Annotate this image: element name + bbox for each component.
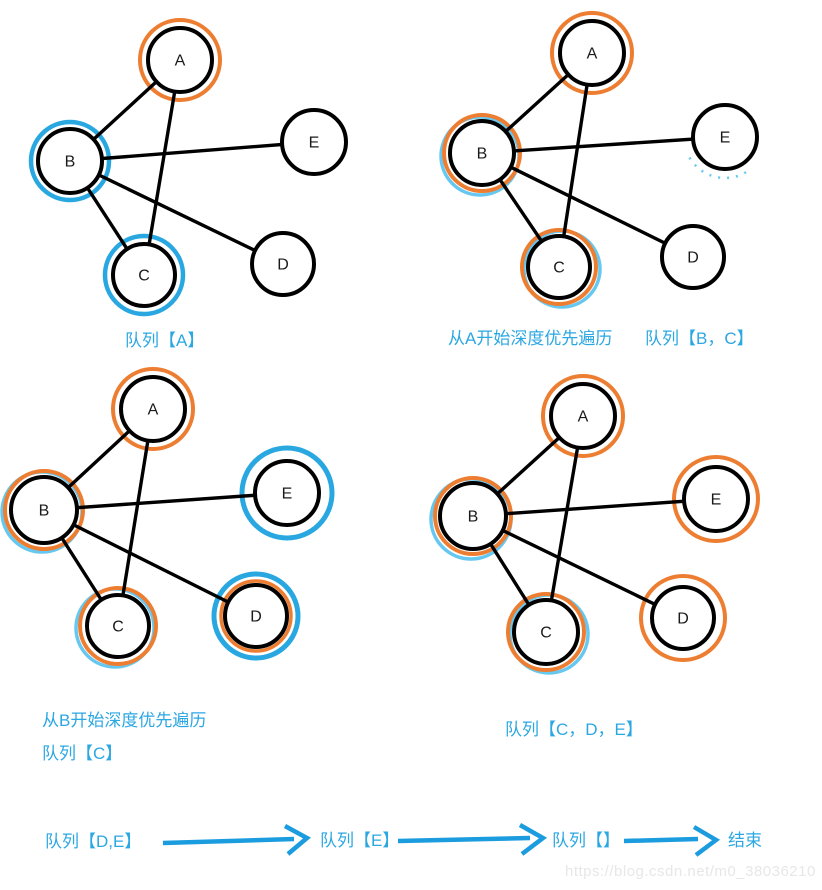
step-1-queue-A-node-A-label: A — [175, 53, 186, 70]
step-4-queue-CDE-node-A-highlight-ring — [541, 374, 625, 458]
flow-arrow-1-head — [283, 824, 311, 856]
step-4-queue-CDE-node-E-highlight-ring — [672, 455, 760, 543]
step-1-queue-A-node-C-label: C — [138, 268, 150, 285]
step-3-dfs-from-B-node-A-label: A — [148, 402, 159, 419]
step-2-dfs-from-A-node-C — [526, 234, 592, 300]
step-2-dfs-from-A-edge-B-D — [481, 151, 694, 259]
step-1-queue-A-node-D — [250, 231, 316, 297]
queue-caption-step2: 队列【B，C】 — [645, 329, 754, 348]
step-4-queue-CDE-edge-A-C — [544, 415, 585, 633]
step-4-queue-CDE-node-B — [438, 481, 508, 551]
step-2-dfs-from-A-node-C-highlight-ring — [520, 228, 598, 306]
step-4-queue-CDE-node-E-label: E — [711, 492, 722, 509]
traverse-caption-step2: 从A开始深度优先遍历 — [448, 329, 613, 348]
step-2-dfs-from-A-node-A — [558, 19, 626, 87]
step-4-queue-CDE-node-A — [549, 382, 617, 450]
step-4-queue-CDE-node-A-label: A — [578, 409, 589, 426]
step-4-queue-CDE-node-C-highlight-ring — [506, 592, 586, 672]
step-4-queue-CDE-node-D-highlight-ring — [639, 574, 727, 662]
step-4-queue-CDE-node-E — [682, 465, 750, 533]
traverse-caption-step3: 从B开始深度优先遍历 — [42, 711, 207, 730]
flow-step-queue-empty: 队列【】 — [552, 831, 620, 850]
flow-arrow-2-head — [518, 823, 548, 856]
step-4-queue-CDE-node-C — [512, 598, 580, 666]
step-2-dfs-from-A-node-B — [448, 119, 516, 187]
queue-caption-step1: 队列【A】 — [125, 331, 205, 350]
step-3-dfs-from-B-node-D-highlight-ring — [211, 571, 301, 661]
step-3-dfs-from-B-node-E — [253, 459, 321, 527]
step-1-queue-A-node-D-label: D — [277, 257, 289, 274]
step-4-queue-CDE-edge-B-D — [472, 514, 684, 620]
step-2-dfs-from-A-node-A-label: A — [587, 46, 598, 63]
step-3-dfs-from-B-node-B — [9, 475, 79, 545]
step-3-dfs-from-B-node-D-label: D — [250, 609, 262, 626]
flow-step-end: 结束 — [728, 831, 762, 850]
flow-arrow-2-shaft — [397, 835, 531, 844]
flow-arrow-1-shaft — [162, 836, 295, 846]
step-1-queue-A-node-A-highlight-ring — [138, 18, 222, 102]
step-3-dfs-from-B-edge-B-D — [43, 508, 257, 618]
step-3-dfs-from-B-node-B-highlight-ring — [3, 469, 85, 551]
step-1-queue-A-node-B — [36, 127, 104, 195]
step-2-dfs-from-A-node-B-highlight-ring — [442, 113, 522, 193]
step-2-dfs-from-A-node-C-label: C — [553, 260, 565, 277]
step-2-dfs-from-A-edge-A-C — [557, 52, 594, 268]
step-3-dfs-from-B-edge-B-E — [43, 491, 288, 512]
step-2-dfs-from-A-node-D-label: D — [687, 250, 699, 267]
step-2-dfs-from-A-node-E-label: E — [720, 130, 731, 147]
queue-caption-step4: 队列【C，D，E】 — [505, 720, 643, 739]
flow-arrow-3-head — [692, 825, 721, 857]
step-1-queue-A-node-B-highlight-ring — [28, 119, 112, 203]
flow-step-queue-E: 队列【E】 — [320, 831, 400, 850]
step-1-queue-A-node-C-highlight-ring — [102, 233, 186, 317]
step-3-dfs-from-B-node-C — [85, 593, 151, 659]
step-1-queue-A-edge-B-D — [69, 159, 284, 266]
step-3-dfs-from-B-node-A — [119, 375, 187, 443]
flow-arrow-3-shaft — [623, 836, 699, 844]
step-2-dfs-from-A-edge-B-E — [481, 135, 726, 155]
step-4-queue-CDE-node-C-label: C — [540, 625, 552, 642]
queue-caption-step3: 队列【C】 — [42, 744, 123, 763]
flow-step-queue-DE: 队列【D,E】 — [45, 832, 142, 851]
step-4-queue-CDE-edge-B-E — [472, 497, 717, 518]
step-1-queue-A-node-A — [146, 26, 214, 94]
step-4-queue-CDE-node-B-label: B — [468, 509, 479, 526]
step-4-queue-CDE-node-B-highlight-ring — [433, 476, 513, 556]
step-3-dfs-from-B-node-C-label: C — [112, 619, 124, 636]
step-1-queue-A-node-B-label: B — [65, 154, 76, 171]
step-1-queue-A-node-E-label: E — [309, 135, 320, 152]
step-1-queue-A-edge-A-C — [142, 59, 182, 276]
step-3-dfs-from-B-node-E-label: E — [282, 486, 293, 503]
step-1-queue-A-edge-B-E — [69, 140, 315, 163]
step-2-dfs-from-A-node-A-highlight-ring — [550, 11, 634, 95]
step-1-queue-A-node-E — [280, 108, 348, 176]
step-2-dfs-from-A-node-D — [660, 224, 726, 290]
step-3-dfs-from-B-node-D-highlight-ring — [219, 579, 293, 653]
watermark-url: https://blog.csdn.net/m0_38036210 — [565, 863, 816, 880]
step-3-dfs-from-B-node-E-highlight-ring — [239, 445, 335, 541]
step-2-dfs-from-A-node-E — [691, 103, 759, 171]
step-3-dfs-from-B-node-D — [223, 583, 289, 649]
step-1-queue-A-node-C — [111, 242, 177, 308]
step-3-dfs-from-B-node-B-label: B — [39, 503, 50, 520]
step-3-dfs-from-B-node-C-highlight-ring — [78, 586, 158, 666]
step-3-dfs-from-B-node-A-highlight-ring — [111, 367, 195, 451]
step-4-queue-CDE-node-D — [650, 585, 716, 651]
step-2-dfs-from-A-node-B-label: B — [477, 146, 488, 163]
step-4-queue-CDE-node-D-label: D — [677, 611, 689, 628]
step-3-dfs-from-B-edge-A-C — [116, 408, 155, 627]
